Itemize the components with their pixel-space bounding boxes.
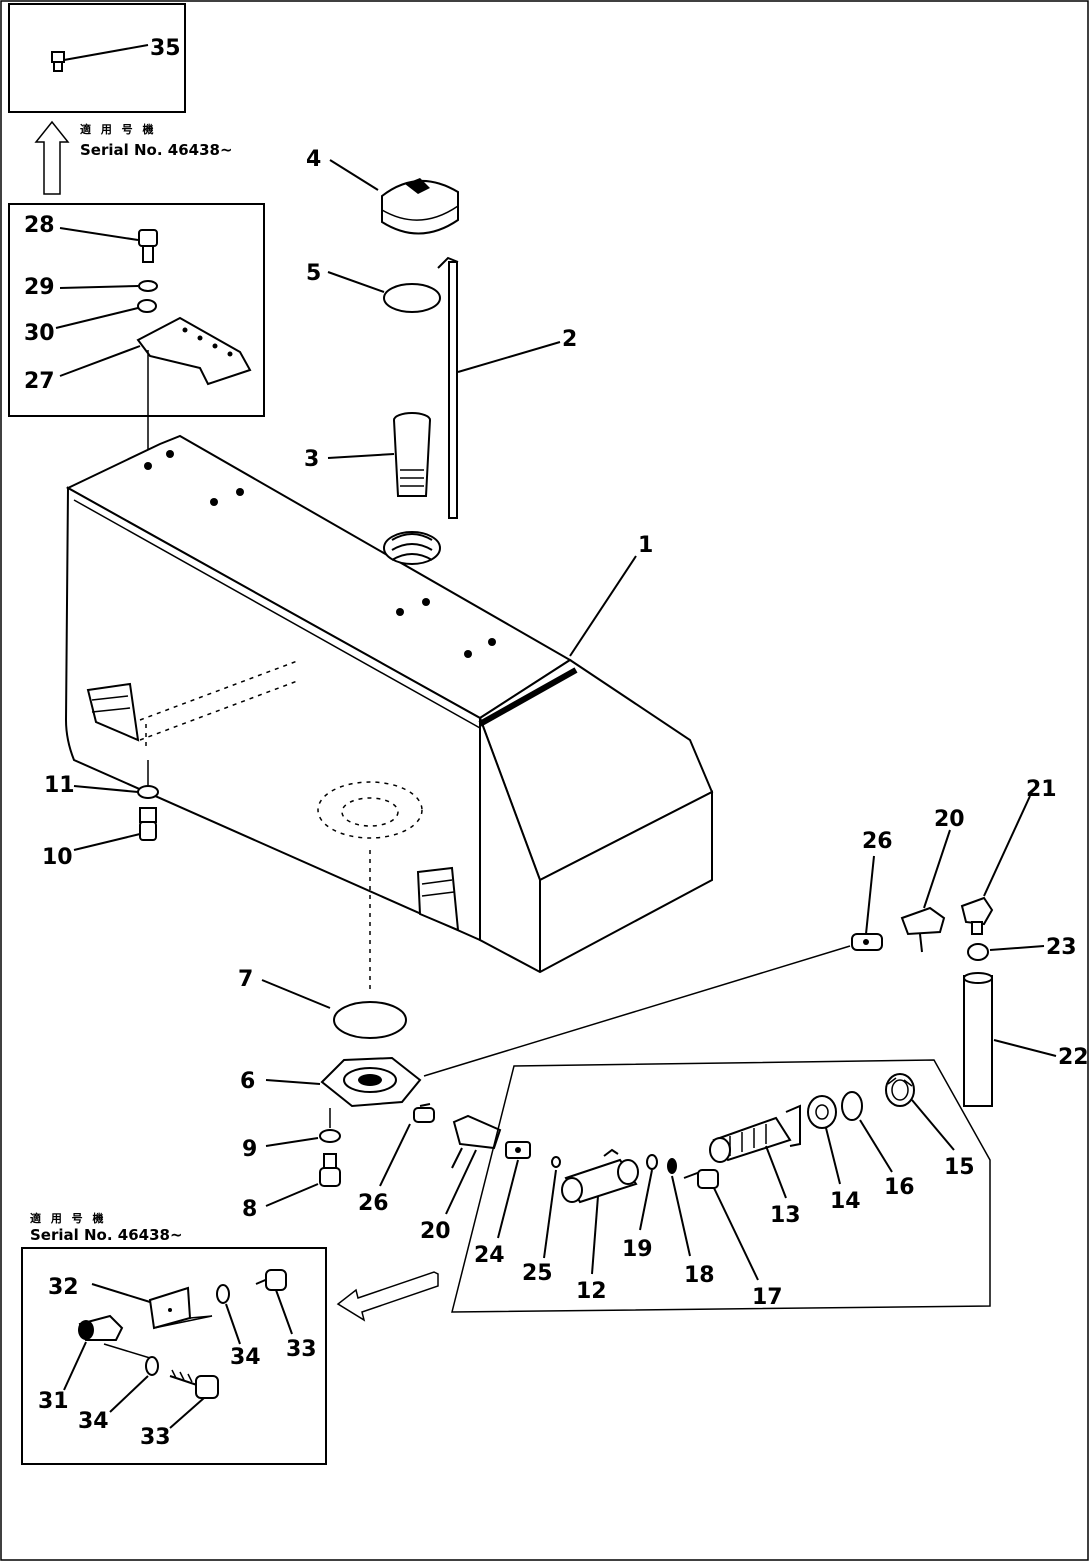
label-23: 23 [1046,935,1077,960]
label-16: 16 [884,1175,915,1200]
valve-20-upper [900,906,946,953]
dipstick-2 [437,256,459,519]
washer-9 [319,1129,341,1143]
label-11: 11 [44,773,75,798]
bolt-33-lower [169,1369,219,1399]
serial-arrow-up [34,120,70,195]
valve-group-frame [451,1059,991,1313]
label-21: 21 [1026,777,1057,802]
label-19: 19 [622,1237,653,1262]
label-26-upper: 26 [862,829,893,854]
label-32: 32 [48,1275,79,1300]
elbow-26-upper [851,933,883,951]
label-28: 28 [24,213,55,238]
label-9: 9 [242,1137,257,1162]
label-2: 2 [562,327,577,352]
washer-30 [137,299,157,313]
label-22: 22 [1058,1045,1089,1070]
label-33-upper: 33 [286,1337,317,1362]
serial-note-bottom: Serial No. 46438~ [30,1226,183,1244]
jp-note-top: 適 用 号 機 [80,122,157,136]
label-31: 31 [38,1389,69,1414]
washer-29 [138,280,158,292]
inset-box-bracket: 28 29 30 27 [8,203,265,417]
washer-23 [967,943,989,961]
bolt-8 [319,1153,341,1187]
plug-15 [885,1073,915,1107]
bolt-33-upper [255,1269,287,1291]
bolt-10 [139,807,157,841]
valve-20-lower [451,1114,502,1169]
label-13: 13 [770,1203,801,1228]
label-15: 15 [944,1155,975,1180]
elbow-21 [960,896,994,935]
flange-6 [320,1056,422,1108]
washer-14 [807,1095,837,1129]
label-3: 3 [304,447,319,472]
label-4: 4 [306,147,321,172]
cap-4 [381,178,459,235]
label-12: 12 [576,1279,607,1304]
label-6: 6 [240,1069,255,1094]
o-ring-5 [383,283,441,313]
washer-34-lower [145,1356,159,1376]
washer-11 [137,785,159,799]
label-14: 14 [830,1189,861,1214]
ring-18 [667,1158,677,1174]
label-17: 17 [752,1285,783,1310]
fuel-tank-1 [64,434,714,974]
label-10: 10 [42,845,73,870]
label-5: 5 [306,261,321,286]
strainer-3 [393,412,431,497]
body-12 [561,1148,639,1204]
bracket-32 [148,1286,213,1330]
ring-19 [646,1154,658,1170]
label-18: 18 [684,1263,715,1288]
label-29: 29 [24,275,55,300]
washer-34-upper [216,1284,230,1304]
bracket-27 [136,316,252,386]
label-35: 35 [150,36,181,61]
label-34-lower: 34 [78,1409,109,1434]
nipple-24 [505,1141,531,1159]
label-26-lower: 26 [358,1191,389,1216]
o-ring-16 [841,1091,863,1121]
label-7: 7 [238,967,253,992]
label-30: 30 [24,321,55,346]
inset-box-lower: 32 31 34 33 34 33 [21,1247,327,1465]
serial-arrow-left [336,1271,439,1322]
jp-note-bottom: 適 用 号 機 [30,1211,107,1225]
bolt-28 [138,229,158,263]
label-20-upper: 20 [934,807,965,832]
screw-17 [683,1169,719,1189]
o-ring-7 [333,1001,407,1039]
elbow-26-lower [413,1103,435,1123]
label-27: 27 [24,369,55,394]
bolt-35 [51,51,65,72]
label-25: 25 [522,1261,553,1286]
label-34-upper: 34 [230,1345,261,1370]
inset-box-top: 35 [8,3,186,113]
label-20-lower: 20 [420,1219,451,1244]
serial-note-top: Serial No. 46438~ [80,141,233,159]
label-33-lower: 33 [140,1425,171,1450]
label-1: 1 [638,533,653,558]
ring-25 [551,1156,561,1168]
pipe-22 [963,972,993,1107]
label-8: 8 [242,1197,257,1222]
label-24: 24 [474,1243,505,1268]
valve-31 [78,1314,124,1341]
cock-13 [709,1104,801,1163]
